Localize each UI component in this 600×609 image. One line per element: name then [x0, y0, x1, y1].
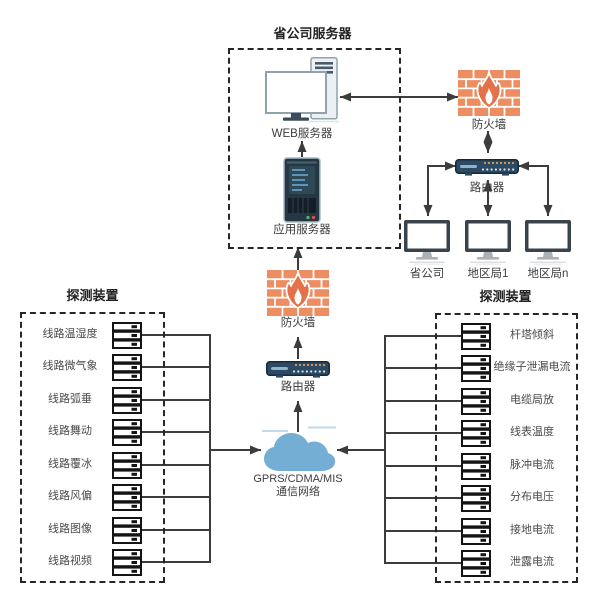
- sensor-device-icon: [461, 485, 491, 512]
- sensor-device-icon: [461, 323, 491, 350]
- sensor-device-icon: [112, 452, 142, 479]
- right-item-label: 接地电流: [510, 524, 554, 536]
- sensor-device-icon: [112, 387, 142, 414]
- left-item-label: 线路图像: [48, 523, 92, 535]
- terminal-monitor-icon-3: [525, 220, 571, 265]
- left-panel-title: 探测装置: [66, 288, 119, 303]
- left-panel-box: [20, 312, 165, 583]
- web-server-label: WEB服务器: [271, 128, 333, 140]
- left-item-label: 线路风偏: [48, 490, 92, 502]
- cloud-label-line1: GPRS/CDMA/MIS: [253, 473, 343, 485]
- right-item-label: 分布电压: [510, 491, 554, 503]
- cloud-label-line2: 通信网络: [276, 486, 320, 498]
- terminal-label-2: 地区局1: [467, 268, 509, 280]
- provincial-server-group-box: [228, 48, 401, 249]
- sensor-device-icon: [112, 322, 142, 349]
- terminal-monitor-icon-1: [404, 220, 450, 265]
- right-item-label: 电缆局放: [510, 394, 554, 406]
- sensor-device-icon: [461, 420, 491, 447]
- right-panel-box: [435, 313, 578, 583]
- app-server-icon: [283, 157, 321, 223]
- terminal-label-1: 省公司: [409, 268, 445, 280]
- left-item-label: 线路弧垂: [48, 393, 92, 405]
- app-server-label: 应用服务器: [273, 224, 331, 236]
- firewall-icon-top: [458, 70, 520, 116]
- left-item-label: 线路覆冰: [48, 458, 92, 470]
- right-item-label: 线表温度: [510, 426, 554, 438]
- sensor-device-icon: [112, 549, 142, 576]
- sensor-device-icon: [112, 517, 142, 544]
- sensor-device-icon: [461, 550, 491, 577]
- left-item-label: 线路舞动: [48, 425, 92, 437]
- router-icon-middle: [266, 361, 330, 378]
- web-server-icon: [265, 57, 339, 123]
- right-item-label: 绝缘子泄漏电流: [493, 361, 571, 373]
- firewall-icon-middle: [267, 270, 329, 316]
- left-item-label: 线路微气象: [42, 360, 98, 372]
- provincial-server-group-title: 省公司服务器: [273, 26, 352, 41]
- right-item-label: 脉冲电流: [510, 459, 554, 471]
- terminal-label-3: 地区局n: [527, 268, 569, 280]
- sensor-device-icon: [112, 354, 142, 381]
- terminal-monitor-icon-2: [465, 220, 511, 265]
- right-panel-title: 探测装置: [479, 289, 532, 304]
- right-item-label: 杆塔倾斜: [510, 329, 554, 341]
- left-item-label: 线路视频: [48, 555, 92, 567]
- sensor-device-icon: [461, 453, 491, 480]
- router-middle-label: 路由器: [280, 381, 316, 393]
- router-top-label: 路由器: [469, 182, 505, 194]
- network-cloud-icon: [262, 426, 336, 471]
- sensor-device-icon: [461, 388, 491, 415]
- sensor-device-icon: [112, 419, 142, 446]
- firewall-top-label: 防火墙: [471, 119, 507, 131]
- router-icon-top: [455, 159, 519, 176]
- left-item-label: 线路温湿度: [42, 328, 98, 340]
- sensor-device-icon: [461, 355, 491, 382]
- right-item-label: 泄露电流: [510, 556, 554, 568]
- sensor-device-icon: [461, 518, 491, 545]
- firewall-middle-label: 防火墙: [280, 317, 316, 329]
- sensor-device-icon: [112, 484, 142, 511]
